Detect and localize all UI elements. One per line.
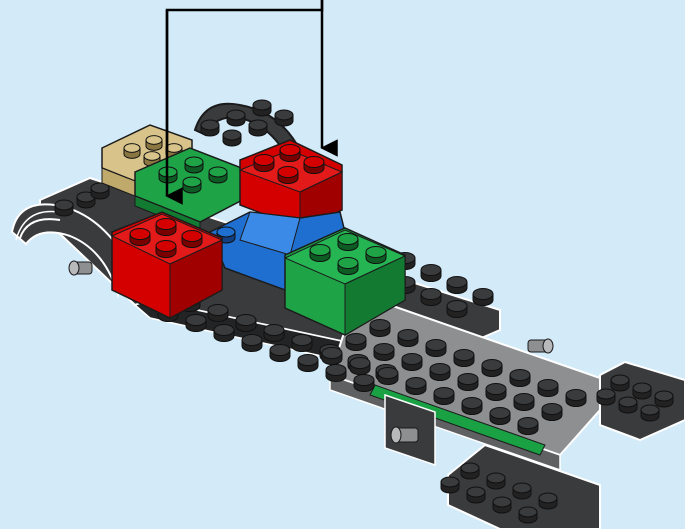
stud: [183, 177, 201, 193]
stud: [346, 334, 366, 351]
stud: [338, 258, 358, 275]
arrow-to-front-red-brick: [167, 0, 322, 152]
stud: [447, 277, 467, 294]
stud: [201, 120, 219, 136]
stud: [278, 167, 298, 184]
stud: [249, 120, 267, 136]
stud: [510, 370, 530, 387]
stud: [467, 487, 485, 503]
stud: [402, 354, 422, 371]
stud: [326, 365, 346, 382]
stud: [374, 344, 394, 361]
stud: [254, 155, 274, 172]
stud: [208, 305, 228, 322]
stud: [280, 145, 300, 162]
stud: [310, 245, 330, 262]
stud: [156, 219, 176, 236]
stud: [421, 289, 441, 306]
stud: [253, 100, 271, 116]
stud: [186, 315, 206, 332]
stud: [292, 335, 312, 352]
stud: [298, 355, 318, 372]
stud: [514, 394, 534, 411]
stud: [156, 241, 176, 258]
axle-pin-right: [528, 339, 553, 353]
stud: [378, 368, 398, 385]
stud: [146, 136, 162, 151]
stud: [354, 375, 374, 392]
stud: [482, 360, 502, 377]
stud: [611, 375, 629, 391]
stud: [633, 383, 651, 399]
stud: [486, 384, 506, 401]
stud: [641, 405, 659, 421]
stud: [236, 315, 256, 332]
stud: [270, 345, 290, 362]
stud: [461, 463, 479, 479]
stud: [597, 389, 615, 405]
stud: [462, 398, 482, 415]
axle-pin-left: [69, 261, 92, 275]
stud: [304, 157, 324, 174]
stud: [227, 110, 245, 126]
stud: [398, 330, 418, 347]
stud: [430, 364, 450, 381]
stud: [619, 397, 637, 413]
stud: [223, 130, 241, 146]
stud: [366, 247, 386, 264]
stud: [454, 350, 474, 367]
stud: [322, 348, 342, 365]
stud: [426, 340, 446, 357]
stud: [513, 483, 531, 499]
stud: [539, 493, 557, 509]
stud: [275, 110, 293, 126]
stud: [242, 335, 262, 352]
stud: [182, 231, 202, 248]
stud: [655, 391, 673, 407]
stud: [209, 167, 227, 183]
stud: [519, 507, 537, 523]
stud: [447, 301, 467, 318]
stud: [214, 325, 234, 342]
stud: [434, 388, 454, 405]
stud: [130, 229, 150, 246]
stud: [91, 183, 109, 199]
stud: [55, 200, 73, 216]
stud: [406, 378, 426, 395]
stud: [370, 320, 390, 337]
stud: [185, 157, 203, 173]
stud: [264, 325, 284, 342]
stud: [518, 418, 538, 435]
stud: [490, 408, 510, 425]
stud: [350, 358, 370, 375]
stud: [441, 477, 459, 493]
stud: [542, 404, 562, 421]
stud: [487, 473, 505, 489]
stud: [124, 144, 140, 159]
stud: [473, 289, 493, 306]
stud: [493, 497, 511, 513]
stud: [538, 380, 558, 397]
stud: [458, 374, 478, 391]
stud: [421, 265, 441, 282]
stud: [338, 234, 358, 251]
stud: [566, 390, 586, 407]
